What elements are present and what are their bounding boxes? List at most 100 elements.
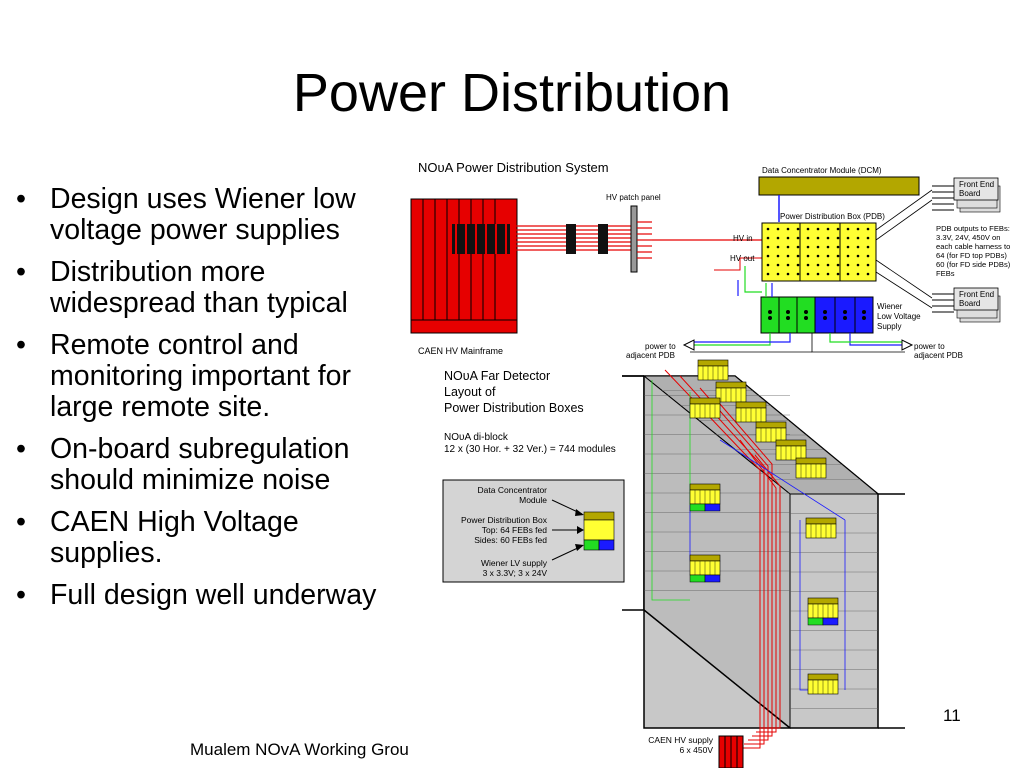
- pdb-unit: [689, 397, 721, 419]
- connector-dot: [776, 272, 780, 276]
- pdb-outputs-text: PDB outputs to FEBs:: [936, 224, 1010, 233]
- front-end-board-label: Board: [959, 189, 980, 198]
- arrow-right-icon: [901, 339, 914, 351]
- pdb-unit: [755, 421, 787, 443]
- legend-pdb-label: Power Distribution Box: [461, 515, 548, 525]
- pdb-unit: [775, 439, 807, 461]
- caen-supply-label: 6 x 450V: [679, 745, 713, 755]
- connector-dot: [786, 245, 790, 249]
- pdb-unit: [795, 457, 827, 479]
- connector-dot: [856, 227, 860, 231]
- connector-dot: [856, 272, 860, 276]
- pdb-unit: [807, 597, 839, 626]
- hv-out-label: HV out: [730, 254, 755, 263]
- arrow-right-icon: [575, 544, 584, 551]
- connector-dot: [836, 245, 840, 249]
- slide-title: Power Distribution: [292, 63, 732, 123]
- dcm-label: Data Concentrator Module (DCM): [762, 166, 882, 175]
- connector-dot: [786, 236, 790, 240]
- connector-dot: [846, 254, 850, 258]
- lv-links: [690, 266, 905, 353]
- bullet-icon: •: [16, 183, 26, 215]
- legend-pdb-label: Top: 64 FEBs fed: [482, 525, 547, 535]
- wiener-label: Supply: [877, 322, 901, 331]
- connector-dot: [766, 227, 770, 231]
- bullet-icon: •: [16, 433, 26, 465]
- pdb-unit: [689, 554, 721, 583]
- page-number: 11: [943, 706, 961, 725]
- hv-patch-panel: [630, 205, 638, 273]
- pdb-outputs-text: each cable harness to: [936, 242, 1010, 251]
- connector-dot: [796, 236, 800, 240]
- caen-mainframe-label: CAEN HV Mainframe: [418, 346, 503, 356]
- pdb-outputs-text: FEBs: [936, 269, 955, 278]
- connector-dot: [786, 272, 790, 276]
- connector-dot: [836, 254, 840, 258]
- pdb-unit: [805, 517, 837, 539]
- far-detector-title: Power Distribution Boxes: [444, 401, 584, 415]
- legend-pdb-label: Sides: 60 FEBs fed: [474, 535, 547, 545]
- connector-dot: [796, 254, 800, 258]
- dcm-box: [758, 176, 920, 196]
- bullet-item: • Design uses Wiener low voltage power su…: [14, 184, 414, 246]
- connector-dot: [846, 227, 850, 231]
- pdb-label: Power Distribution Box (PDB): [780, 212, 885, 221]
- connector-dot: [826, 245, 830, 249]
- bullet-icon: •: [16, 579, 26, 611]
- connector-dot: [866, 254, 870, 258]
- connector-dot: [766, 263, 770, 267]
- connector-dot: [866, 227, 870, 231]
- legend-pdb-symbol: [583, 511, 615, 551]
- connector-dot: [796, 263, 800, 267]
- connector-dot: [786, 227, 790, 231]
- connector-dot: [826, 272, 830, 276]
- legend-wiener-label: Wiener LV supply: [481, 558, 548, 568]
- connector-dot: [816, 254, 820, 258]
- front-end-board-label: Board: [959, 299, 980, 308]
- bullet-list: • Design uses Wiener low voltage power su…: [14, 184, 414, 622]
- pdb-unit: [689, 483, 721, 512]
- pdb-box: [761, 222, 877, 282]
- wiener-label: Low Voltage: [877, 312, 921, 321]
- caen-hv-mainframe: [410, 198, 518, 334]
- legend-wiener-label: 3 x 3.3V; 3 x 24V: [483, 568, 548, 578]
- front-end-board-label: Front End: [959, 290, 994, 299]
- bullet-text: On-board subregulation should minimize n…: [50, 433, 350, 496]
- bullet-text: Design uses Wiener low voltage power sup…: [50, 183, 356, 246]
- connector-dot: [836, 263, 840, 267]
- bullet-item: • Remote control and monitoring important…: [14, 330, 414, 423]
- pdb-outputs-text: 64 (for FD top PDBs): [936, 251, 1007, 260]
- connector-dot: [866, 272, 870, 276]
- caen-hv-supply: [718, 735, 744, 768]
- pdb-outputs-text: 3.3V, 24V, 450V on: [936, 233, 1000, 242]
- bullet-item: •CAEN High Voltage supplies.: [14, 507, 414, 569]
- connector-dot: [816, 236, 820, 240]
- cable-connector: [598, 224, 608, 254]
- connector-dot: [836, 236, 840, 240]
- connector-dot: [856, 245, 860, 249]
- wiener-lv-supply: [760, 296, 874, 334]
- connector-dot: [816, 227, 820, 231]
- power-left-label: power to: [645, 342, 676, 351]
- connector-dot: [766, 245, 770, 249]
- bullet-text: Full design well underway: [50, 579, 377, 611]
- bullet-icon: •: [16, 329, 26, 361]
- bullet-icon: •: [16, 506, 26, 538]
- patch-panel-outputs: [637, 221, 762, 259]
- pdb-unit: [735, 401, 767, 423]
- connector-dot: [776, 236, 780, 240]
- connector-dot: [796, 227, 800, 231]
- power-right-label: power to: [914, 342, 945, 351]
- connector-dot: [806, 236, 810, 240]
- connector-dot: [766, 272, 770, 276]
- detector-pdb-units: [689, 359, 839, 695]
- bullet-item: • Full design well underway: [14, 580, 414, 611]
- power-left-label: adjacent PDB: [626, 351, 675, 360]
- pdb-unit: [715, 381, 747, 403]
- connector-dot: [806, 245, 810, 249]
- hv-in-label: HV in: [733, 234, 753, 243]
- connector-dot: [786, 254, 790, 258]
- bullet-text: Remote control and monitoring important …: [50, 329, 351, 423]
- front-end-board-label: Front End: [959, 180, 994, 189]
- legend-dcm-label: Data Concentrator: [478, 485, 548, 495]
